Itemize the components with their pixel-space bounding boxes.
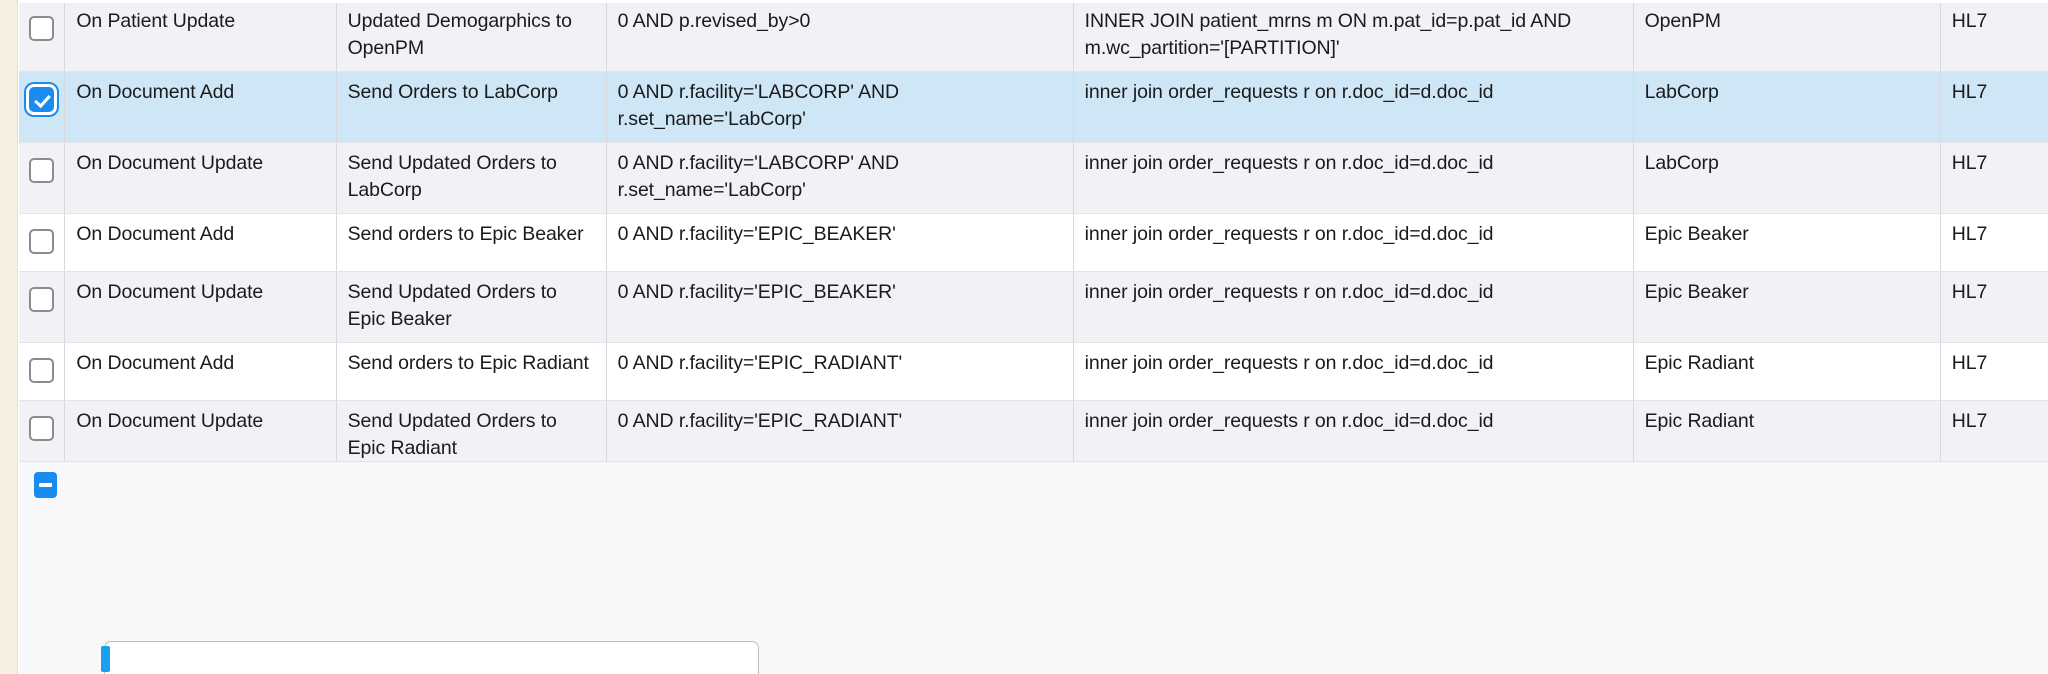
cell-destination: LabCorp [1633, 142, 1941, 214]
cell-destination: Epic Beaker [1633, 213, 1941, 272]
checkbox-unchecked-icon[interactable] [29, 16, 55, 41]
left-gutter [0, 0, 18, 674]
cell-destination: OpenPM [1633, 0, 1941, 72]
cell-format: HL7 [1940, 342, 2048, 401]
row-select-cell[interactable] [19, 142, 66, 214]
cell-description: Send orders to Epic Radiant [336, 342, 607, 401]
cell-event-type: On Document Update [64, 400, 337, 472]
checkbox-unchecked-icon[interactable] [29, 287, 55, 312]
cell-destination: Epic Radiant [1633, 400, 1941, 472]
cell-destination: Epic Beaker [1633, 271, 1941, 343]
cell-condition: 0 AND r.facility='LABCORP' AND r.set_nam… [606, 71, 1074, 143]
cell-event-type: On Document Update [64, 271, 337, 343]
checkbox-unchecked-icon[interactable] [29, 358, 55, 383]
checkbox-unchecked-icon[interactable] [29, 416, 55, 441]
cell-description: Send Updated Orders to Epic Radiant [336, 400, 607, 472]
cell-format: HL7 [1940, 71, 2048, 143]
checkbox-unchecked-icon[interactable] [29, 229, 55, 254]
grid-footer [19, 461, 2048, 674]
cell-format: HL7 [1940, 400, 2048, 472]
grid-top-edge [19, 0, 2048, 3]
cell-event-type: On Patient Update [64, 0, 337, 72]
cell-join-clause: inner join order_requests r on r.doc_id=… [1073, 400, 1634, 472]
cell-condition: 0 AND r.facility='EPIC_BEAKER' [606, 213, 1074, 272]
row-select-cell[interactable] [19, 0, 66, 72]
row-select-cell[interactable] [19, 71, 66, 143]
cell-join-clause: inner join order_requests r on r.doc_id=… [1073, 213, 1634, 272]
row-select-cell[interactable] [19, 342, 66, 401]
cell-join-clause: INNER JOIN patient_mrns m ON m.pat_id=p.… [1073, 0, 1634, 72]
cell-format: HL7 [1940, 213, 2048, 272]
cell-join-clause: inner join order_requests r on r.doc_id=… [1073, 71, 1634, 143]
cell-join-clause: inner join order_requests r on r.doc_id=… [1073, 142, 1634, 214]
detail-panel[interactable] [101, 641, 759, 674]
cell-condition: 0 AND r.facility='LABCORP' AND r.set_nam… [606, 142, 1074, 214]
cell-description: Send Orders to LabCorp [336, 71, 607, 143]
cell-format: HL7 [1940, 0, 2048, 72]
cell-condition: 0 AND p.revised_by>0 [606, 0, 1074, 72]
cell-description: Updated Demogarphics to OpenPM [336, 0, 607, 72]
row-select-cell[interactable] [19, 271, 66, 343]
cell-join-clause: inner join order_requests r on r.doc_id=… [1073, 271, 1634, 343]
cell-format: HL7 [1940, 271, 2048, 343]
cell-description: Send Updated Orders to LabCorp [336, 142, 607, 214]
cell-event-type: On Document Update [64, 142, 337, 214]
cell-description: Send orders to Epic Beaker [336, 213, 607, 272]
row-select-cell[interactable] [19, 213, 66, 272]
cell-destination: LabCorp [1633, 71, 1941, 143]
checkbox-unchecked-icon[interactable] [29, 158, 55, 183]
row-select-cell[interactable] [19, 400, 66, 472]
cell-destination: Epic Radiant [1633, 342, 1941, 401]
cell-join-clause: inner join order_requests r on r.doc_id=… [1073, 342, 1634, 401]
cell-event-type: On Document Add [64, 213, 337, 272]
detail-panel-marker [101, 646, 110, 672]
cell-event-type: On Document Add [64, 71, 337, 143]
cell-event-type: On Document Add [64, 342, 337, 401]
cell-format: HL7 [1940, 142, 2048, 214]
cell-condition: 0 AND r.facility='EPIC_RADIANT' [606, 342, 1074, 401]
checkbox-checked-icon[interactable] [29, 87, 55, 112]
minus-icon[interactable] [34, 472, 57, 498]
cell-description: Send Updated Orders to Epic Beaker [336, 271, 607, 343]
cell-condition: 0 AND r.facility='EPIC_BEAKER' [606, 271, 1074, 343]
